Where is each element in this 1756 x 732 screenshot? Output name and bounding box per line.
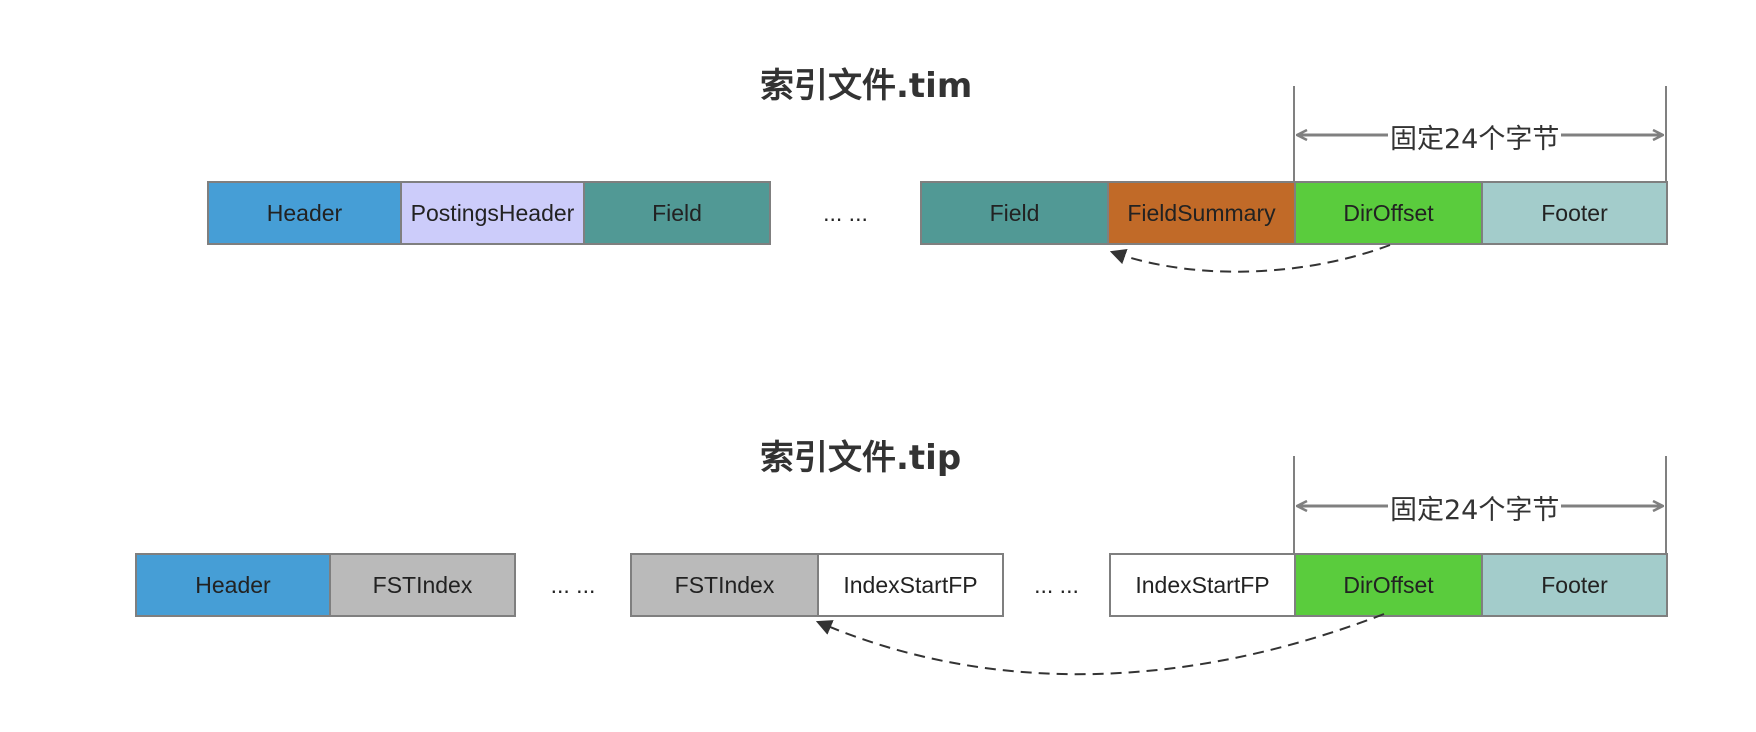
tip-structure-row: Header FSTIndex ... ... FSTIndex IndexSt… <box>0 553 1756 617</box>
tim-header-segment[interactable]: Header <box>207 181 402 245</box>
tim-dir-offset-segment[interactable]: DirOffset <box>1294 181 1483 245</box>
tim-structure-row: Header PostingsHeader Field ... ... Fiel… <box>0 181 1756 245</box>
tim-footer-segment[interactable]: Footer <box>1481 181 1668 245</box>
tip-header-segment[interactable]: Header <box>135 553 331 617</box>
tip-title: 索引文件.tip <box>760 438 962 478</box>
tim-title: 索引文件.tim <box>760 66 973 106</box>
tim-fixed-size-label: 固定24个字节 <box>1388 117 1562 156</box>
tim-field-segment-last[interactable]: Field <box>920 181 1109 245</box>
tip-ellipsis-2: ... ... <box>1034 571 1079 598</box>
tip-pointer-arrow <box>815 613 1385 676</box>
tip-fst-index-segment-last[interactable]: FSTIndex <box>630 553 819 617</box>
tim-ellipsis: ... ... <box>823 199 868 226</box>
tim-field-segment[interactable]: Field <box>583 181 771 245</box>
tip-index-start-fp-segment-last[interactable]: IndexStartFP <box>1109 553 1296 617</box>
tip-fst-index-segment[interactable]: FSTIndex <box>329 553 516 617</box>
tip-dir-offset-segment[interactable]: DirOffset <box>1294 553 1483 617</box>
tip-index-start-fp-segment[interactable]: IndexStartFP <box>817 553 1004 617</box>
tip-ellipsis-1: ... ... <box>550 571 596 598</box>
tip-fixed-size-label: 固定24个字节 <box>1388 488 1562 527</box>
tim-pointer-arrow <box>1109 244 1391 273</box>
tip-footer-segment[interactable]: Footer <box>1481 553 1668 617</box>
